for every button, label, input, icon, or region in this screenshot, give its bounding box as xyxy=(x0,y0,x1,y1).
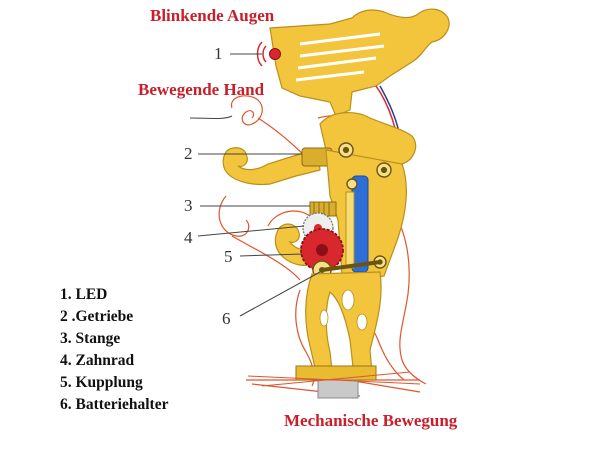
legend-item: 3. Stange xyxy=(60,330,121,347)
eyes-title: Blinkende Augen xyxy=(150,6,275,25)
callout-1: 1 xyxy=(214,44,223,63)
connecting-link xyxy=(320,260,382,272)
base-block xyxy=(317,379,359,399)
leg-cutouts xyxy=(319,289,368,331)
head-slots xyxy=(295,32,385,82)
led-icon xyxy=(269,48,281,60)
legend-item: 1. LED xyxy=(60,286,108,303)
robot-head xyxy=(269,8,450,117)
leader-lines xyxy=(189,53,321,317)
hand-title: Bewegende Hand xyxy=(138,80,265,99)
base-stand xyxy=(295,365,377,381)
legend-item: 2 .Getriebe xyxy=(60,308,134,325)
parts-legend: 1. LED 2 .Getriebe 3. Stange 4. Zahnrad … xyxy=(60,284,168,416)
callout-4: 4 xyxy=(184,228,193,247)
legend-item: 5. Kupplung xyxy=(60,374,143,391)
callout-3: 3 xyxy=(184,196,193,215)
legend-item: 6. Batteriehalter xyxy=(60,396,169,413)
callout-5: 5 xyxy=(224,247,233,266)
base-lines xyxy=(247,371,421,387)
legend-item: 4. Zahnrad xyxy=(60,352,135,369)
movement-title: Mechanische Bewegung xyxy=(284,411,458,430)
callout-6: 6 xyxy=(222,309,231,328)
callout-2: 2 xyxy=(184,144,193,163)
legs xyxy=(305,271,382,377)
battery-holder xyxy=(345,191,355,269)
